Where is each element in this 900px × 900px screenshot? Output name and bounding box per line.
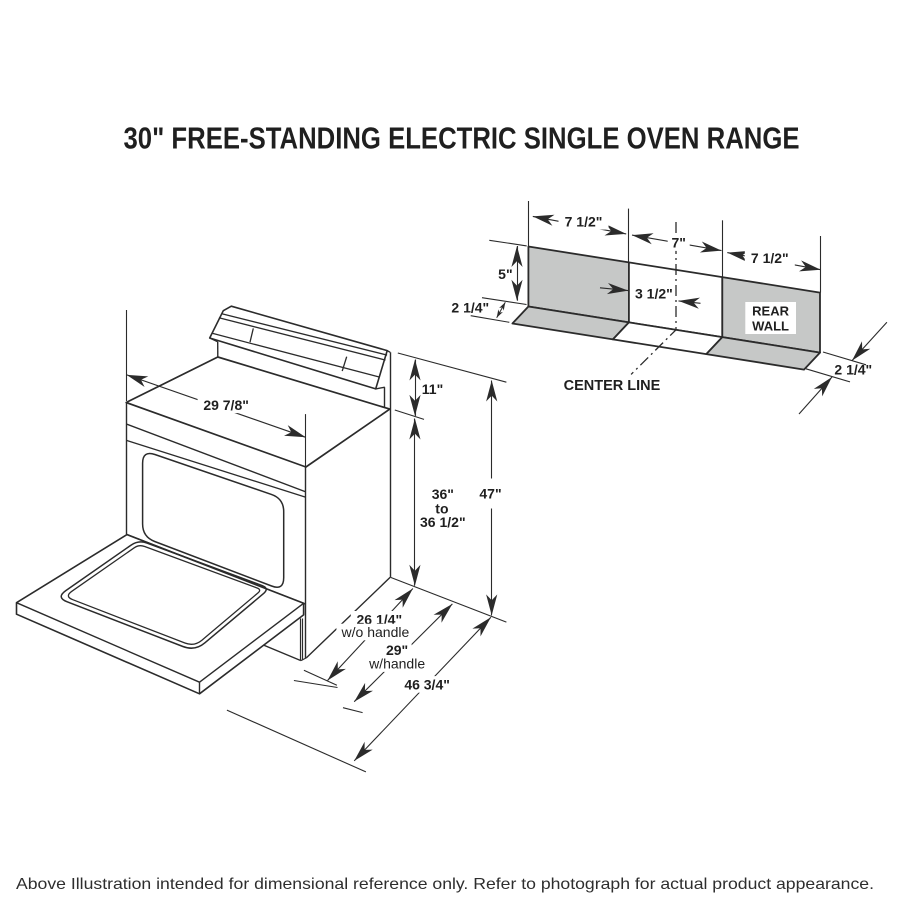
- svg-text:36": 36": [432, 486, 454, 502]
- svg-text:11": 11": [422, 381, 443, 397]
- svg-text:WALL: WALL: [752, 319, 789, 334]
- svg-text:w/handle: w/handle: [368, 656, 425, 672]
- svg-text:46 3/4": 46 3/4": [404, 676, 450, 692]
- svg-text:36 1/2": 36 1/2": [420, 514, 466, 530]
- svg-text:2 1/4": 2 1/4": [834, 361, 872, 377]
- svg-text:5": 5": [498, 266, 512, 282]
- svg-text:w/o handle: w/o handle: [341, 624, 410, 640]
- svg-text:to: to: [435, 501, 448, 517]
- svg-text:29": 29": [386, 642, 408, 658]
- svg-text:26 1/4": 26 1/4": [357, 611, 403, 627]
- svg-text:7 1/2": 7 1/2": [751, 250, 789, 266]
- svg-text:47": 47": [479, 486, 501, 502]
- svg-text:REAR: REAR: [752, 304, 789, 319]
- svg-text:7 1/2": 7 1/2": [565, 213, 603, 229]
- svg-text:CENTER LINE: CENTER LINE: [564, 378, 661, 394]
- svg-text:7": 7": [671, 235, 685, 251]
- svg-text:3 1/2": 3 1/2": [635, 285, 673, 301]
- svg-text:29 7/8": 29 7/8": [203, 397, 249, 413]
- svg-text:Above Illustration intended fo: Above Illustration intended for dimensio…: [16, 876, 874, 893]
- svg-text:2 1/4": 2 1/4": [451, 300, 489, 316]
- svg-text:30" FREE-STANDING ELECTRIC SIN: 30" FREE-STANDING ELECTRIC SINGLE OVEN R…: [124, 122, 800, 156]
